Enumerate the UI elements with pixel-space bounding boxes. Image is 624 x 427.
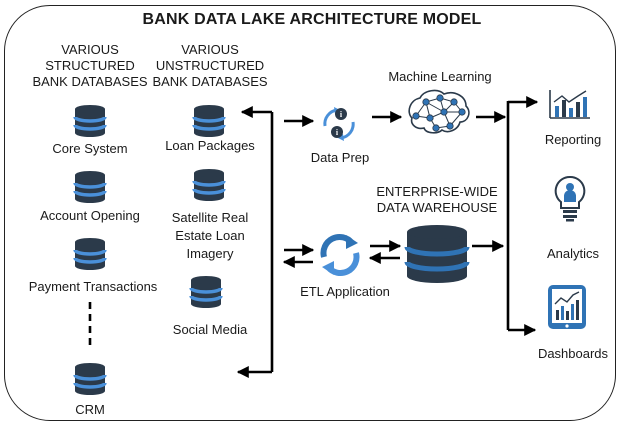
etl-sync-icon bbox=[320, 234, 360, 276]
satellite-imagery-line: Satellite Real bbox=[171, 210, 249, 225]
unstructured-heading-line: VARIOUS bbox=[181, 42, 239, 57]
machine-learning-label: Machine Learning bbox=[388, 69, 492, 84]
lightbulb-person-icon bbox=[554, 175, 586, 222]
database-icon bbox=[73, 238, 107, 270]
structured-heading-line: BANK DATABASES bbox=[32, 74, 148, 89]
social-media-label: Social Media bbox=[172, 322, 248, 337]
loan-packages-label: Loan Packages bbox=[165, 138, 255, 153]
database-icon bbox=[73, 171, 107, 203]
diagram-frame bbox=[4, 5, 616, 421]
data-prep-icon: i i bbox=[323, 107, 355, 141]
unstructured-heading-line: BANK DATABASES bbox=[152, 74, 268, 89]
satellite-imagery-line: Imagery bbox=[186, 246, 234, 261]
payment-transactions-label: Payment Transactions bbox=[28, 279, 158, 294]
database-icon bbox=[73, 363, 107, 395]
brain-network-icon bbox=[408, 89, 470, 134]
warehouse-label-line: DATA WAREHOUSE bbox=[376, 200, 498, 215]
structured-heading-line: VARIOUS bbox=[61, 42, 119, 57]
database-icon bbox=[192, 105, 226, 137]
warehouse-label: ENTERPRISE-WIDE DATA WAREHOUSE bbox=[362, 184, 512, 216]
diagram-title: BANK DATA LAKE ARCHITECTURE MODEL bbox=[142, 11, 482, 28]
warehouse-label-line: ENTERPRISE-WIDE bbox=[376, 184, 498, 199]
dashboards-label: Dashboards bbox=[537, 346, 609, 361]
svg-text:i: i bbox=[336, 128, 339, 137]
structured-heading: VARIOUS STRUCTURED BANK DATABASES bbox=[30, 42, 150, 90]
database-icon bbox=[73, 105, 107, 137]
etl-label: ETL Application bbox=[300, 284, 390, 299]
dashed-connector bbox=[88, 302, 92, 346]
analytics-label: Analytics bbox=[546, 246, 600, 261]
bar-chart-icon bbox=[549, 90, 590, 119]
crm-label: CRM bbox=[75, 402, 105, 417]
unstructured-heading: VARIOUS UNSTRUCTURED BANK DATABASES bbox=[150, 42, 270, 90]
account-opening-label: Account Opening bbox=[40, 208, 140, 223]
unstructured-heading-line: UNSTRUCTURED bbox=[155, 58, 265, 73]
satellite-imagery-label: Satellite Real Estate Loan Imagery bbox=[150, 209, 270, 263]
database-icon bbox=[189, 276, 223, 308]
reporting-label: Reporting bbox=[544, 132, 602, 147]
svg-text:i: i bbox=[340, 110, 343, 119]
data-prep-label: Data Prep bbox=[310, 150, 370, 165]
structured-heading-line: STRUCTURED bbox=[45, 58, 135, 73]
core-system-label: Core System bbox=[52, 141, 128, 156]
data-warehouse-icon bbox=[404, 225, 470, 283]
tablet-dashboard-icon bbox=[548, 285, 586, 329]
database-icon bbox=[192, 169, 226, 201]
satellite-imagery-line: Estate Loan bbox=[175, 228, 245, 243]
